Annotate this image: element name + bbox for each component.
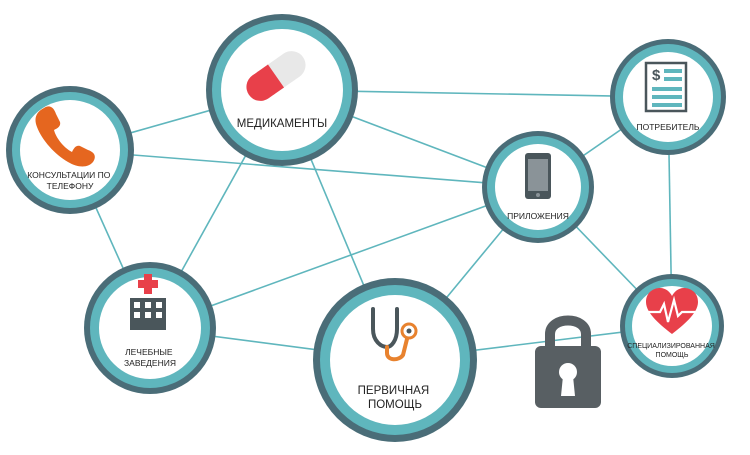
node-label: ПОТРЕБИТЕЛЬ	[637, 122, 700, 132]
hospital-icon	[130, 274, 166, 330]
node-label: СПЕЦИАЛИЗИРОВАННАЯ ПОМОЩЬ	[627, 343, 717, 359]
node-primary-care: ПЕРВИЧНАЯ ПОМОЩЬ	[313, 278, 477, 442]
node-label: ЛЕЧЕБНЫЕ ЗАВЕДЕНИЯ	[124, 347, 176, 368]
node-consumer: $ ПОТРЕБИТЕЛЬ	[610, 39, 726, 155]
smartphone-icon	[525, 153, 551, 199]
node-phone-consult: КОНСУЛЬТАЦИИ ПО ТЕЛЕФОНУ	[6, 86, 134, 214]
pill-icon	[246, 51, 306, 101]
stethoscope-icon	[371, 307, 418, 362]
node-label: МЕДИКАМЕНТЫ	[237, 118, 327, 130]
invoice-icon: $	[644, 61, 688, 113]
node-label: ПРИЛОЖЕНИЯ	[507, 211, 569, 221]
edge-phone-apps	[69, 149, 539, 188]
node-label: КОНСУЛЬТАЦИИ ПО ТЕЛЕФОНУ	[27, 170, 112, 191]
heart-pulse-icon	[642, 288, 702, 334]
lock-icon	[535, 315, 601, 408]
phone-icon	[35, 106, 95, 167]
node-facilities: ЛЕЧЕБНЫЕ ЗАВЕДЕНИЯ	[84, 262, 216, 394]
node-apps: ПРИЛОЖЕНИЯ	[482, 131, 594, 243]
node-label: ПЕРВИЧНАЯ ПОМОЩЬ	[358, 385, 433, 411]
svg-text:$: $	[652, 67, 661, 84]
node-medications: МЕДИКАМЕНТЫ	[206, 14, 358, 166]
edge-apps-facilities	[149, 186, 539, 329]
node-specialized: СПЕЦИАЛИЗИРОВАННАЯ ПОМОЩЬ	[620, 274, 724, 378]
